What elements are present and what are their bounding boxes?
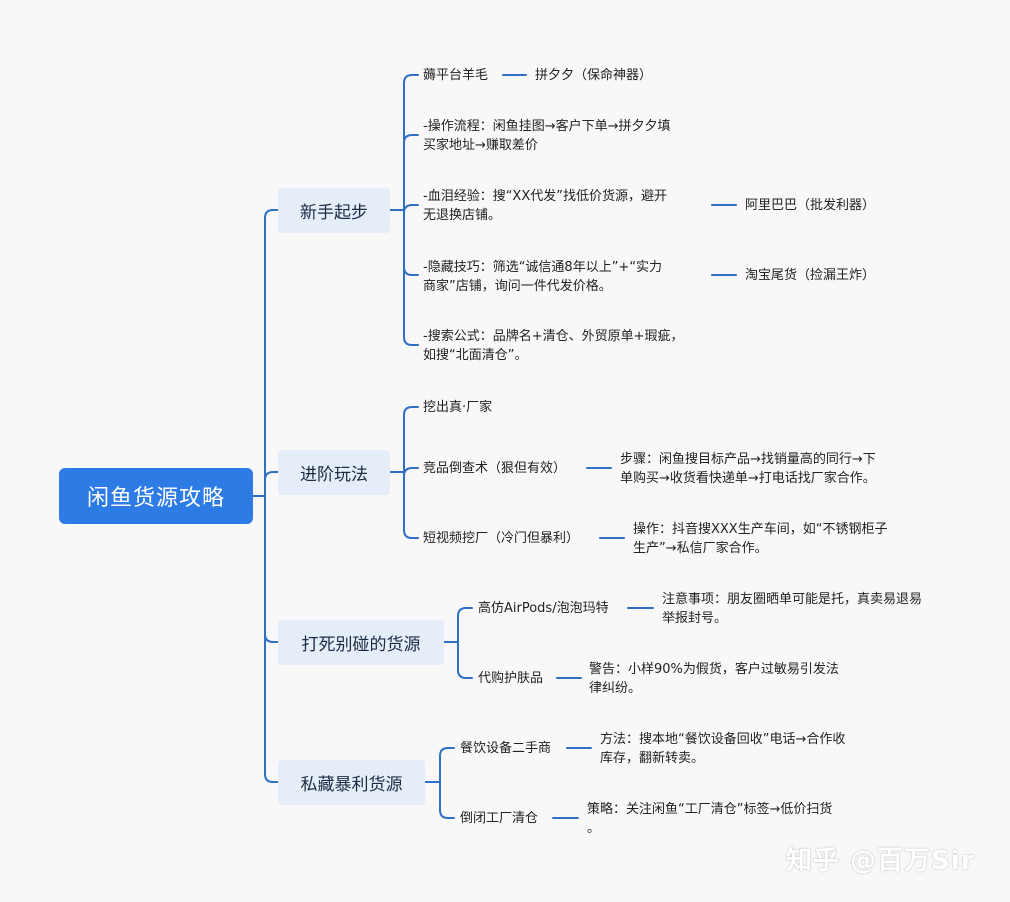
branch-secret[interactable]: 私藏暴利货源 — [278, 760, 425, 805]
node-platform-wool[interactable]: 薅平台羊毛 — [423, 68, 489, 83]
node-daigou[interactable]: 代购护肤品 — [478, 671, 544, 686]
node-operation[interactable]: 操作：抖音搜XXX生产车间，如“不锈钢柜子 生产”→私信厂家合作。 — [633, 522, 888, 556]
node-process[interactable]: -操作流程：闲鱼挂图→客户下单→拼夕夕填 买家地址→赚取差价 — [423, 119, 671, 153]
node-search-formula[interactable]: -搜索公式：品牌名+清仓、外贸原单+瑕疵， 如搜“北面清仓”。 — [423, 329, 684, 363]
node-hidden-tip[interactable]: -隐藏技巧：筛选“诚信通8年以上”+“实力 商家”店铺，询问一件代发价格。 — [423, 260, 663, 294]
node-alibaba[interactable]: 阿里巴巴（批发利器） — [745, 198, 876, 213]
node-steps[interactable]: 步骤：闲鱼搜目标产品→找销量高的同行→下 单购买→收货看快递单→打电话找厂家合作… — [620, 452, 876, 486]
node-find-factory[interactable]: 挖出真·厂家 — [423, 400, 493, 415]
node-closed-factory[interactable]: 倒闭工厂清仓 — [460, 811, 539, 826]
node-method[interactable]: 方法：搜本地“餐饮设备回收”电话→合作收 库存，翻新转卖。 — [600, 732, 846, 766]
root-topic[interactable]: 闲鱼货源攻略 — [59, 468, 253, 524]
node-short-video[interactable]: 短视频挖厂（冷门但暴利） — [423, 531, 580, 546]
node-competitor[interactable]: 竞品倒查术（狠但有效） — [423, 461, 567, 476]
branch-avoid[interactable]: 打死别碰的货源 — [278, 620, 444, 665]
node-fake-airpods[interactable]: 高仿AirPods/泡泡玛特 — [478, 601, 609, 616]
node-strategy[interactable]: 策略：关注闲鱼“工厂清仓”标签→低价扫货 。 — [587, 802, 833, 836]
node-warning[interactable]: 警告：小样90%为假货，客户过敏易引发法 律纠纷。 — [589, 662, 839, 696]
branch-beginner[interactable]: 新手起步 — [278, 188, 390, 233]
node-lesson[interactable]: -血泪经验：搜“XX代发”找低价货源，避开 无退换店铺。 — [423, 189, 667, 223]
branch-advanced[interactable]: 进阶玩法 — [278, 450, 390, 495]
node-notice[interactable]: 注意事项：朋友圈晒单可能是托，真卖易退易 举报封号。 — [662, 592, 923, 626]
node-pdd[interactable]: 拼夕夕（保命神器） — [535, 68, 653, 83]
node-catering[interactable]: 餐饮设备二手商 — [460, 741, 552, 756]
node-taobao-tail[interactable]: 淘宝尾货（捡漏王炸） — [745, 268, 876, 283]
watermark: 知乎 @百万Sir — [786, 846, 975, 876]
